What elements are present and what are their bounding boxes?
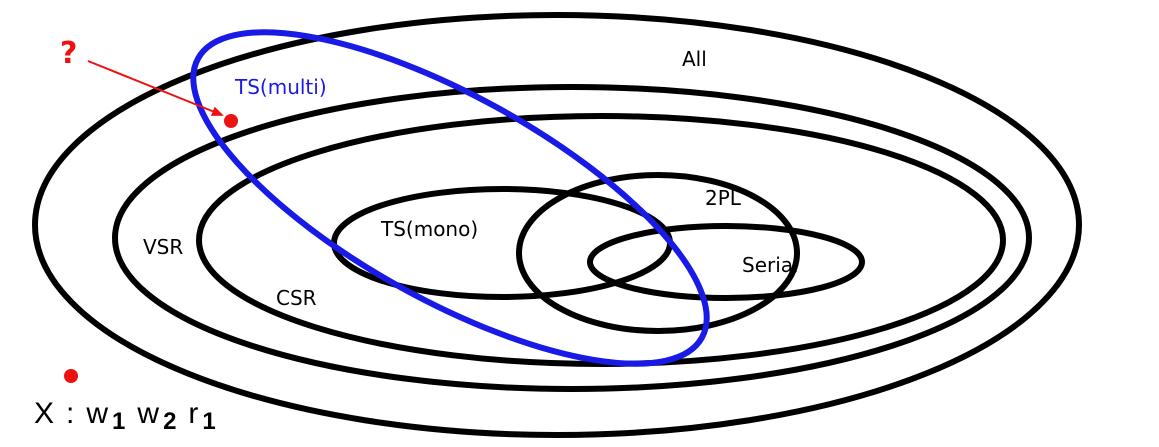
schedule-x-point (64, 369, 78, 383)
ts-multi-label: TS(multi) (234, 75, 327, 99)
vsr-label: VSR (143, 235, 183, 259)
schedule-separator: : (66, 397, 74, 430)
vsr-ellipse (112, 84, 1032, 392)
schedule-name: X (34, 397, 54, 430)
question-point (224, 114, 238, 128)
schedule-op-letter: r (188, 397, 198, 430)
schedule-op-index: 2 (163, 408, 176, 435)
serial-ellipse (587, 223, 865, 301)
schedule-label: X : w 1 w 2 r 1 (34, 397, 216, 435)
all-label: All (682, 47, 707, 71)
csr-label: CSR (276, 286, 317, 310)
schedule-op-index: 1 (112, 408, 125, 435)
ts-multi-ellipse (190, 29, 710, 367)
all-ellipse (32, 12, 1082, 438)
schedule-op-letter: w (136, 397, 159, 430)
serial-label: Serial (742, 253, 799, 277)
schedule-op-index: 1 (202, 408, 215, 435)
question-mark: ? (60, 36, 77, 71)
2pl-ellipse (516, 172, 800, 334)
2pl-label: 2PL (705, 186, 742, 210)
ts-mono-label: TS(mono) (380, 217, 478, 241)
schedule-op-letter: w (85, 397, 108, 430)
question-arrow (87, 60, 224, 116)
